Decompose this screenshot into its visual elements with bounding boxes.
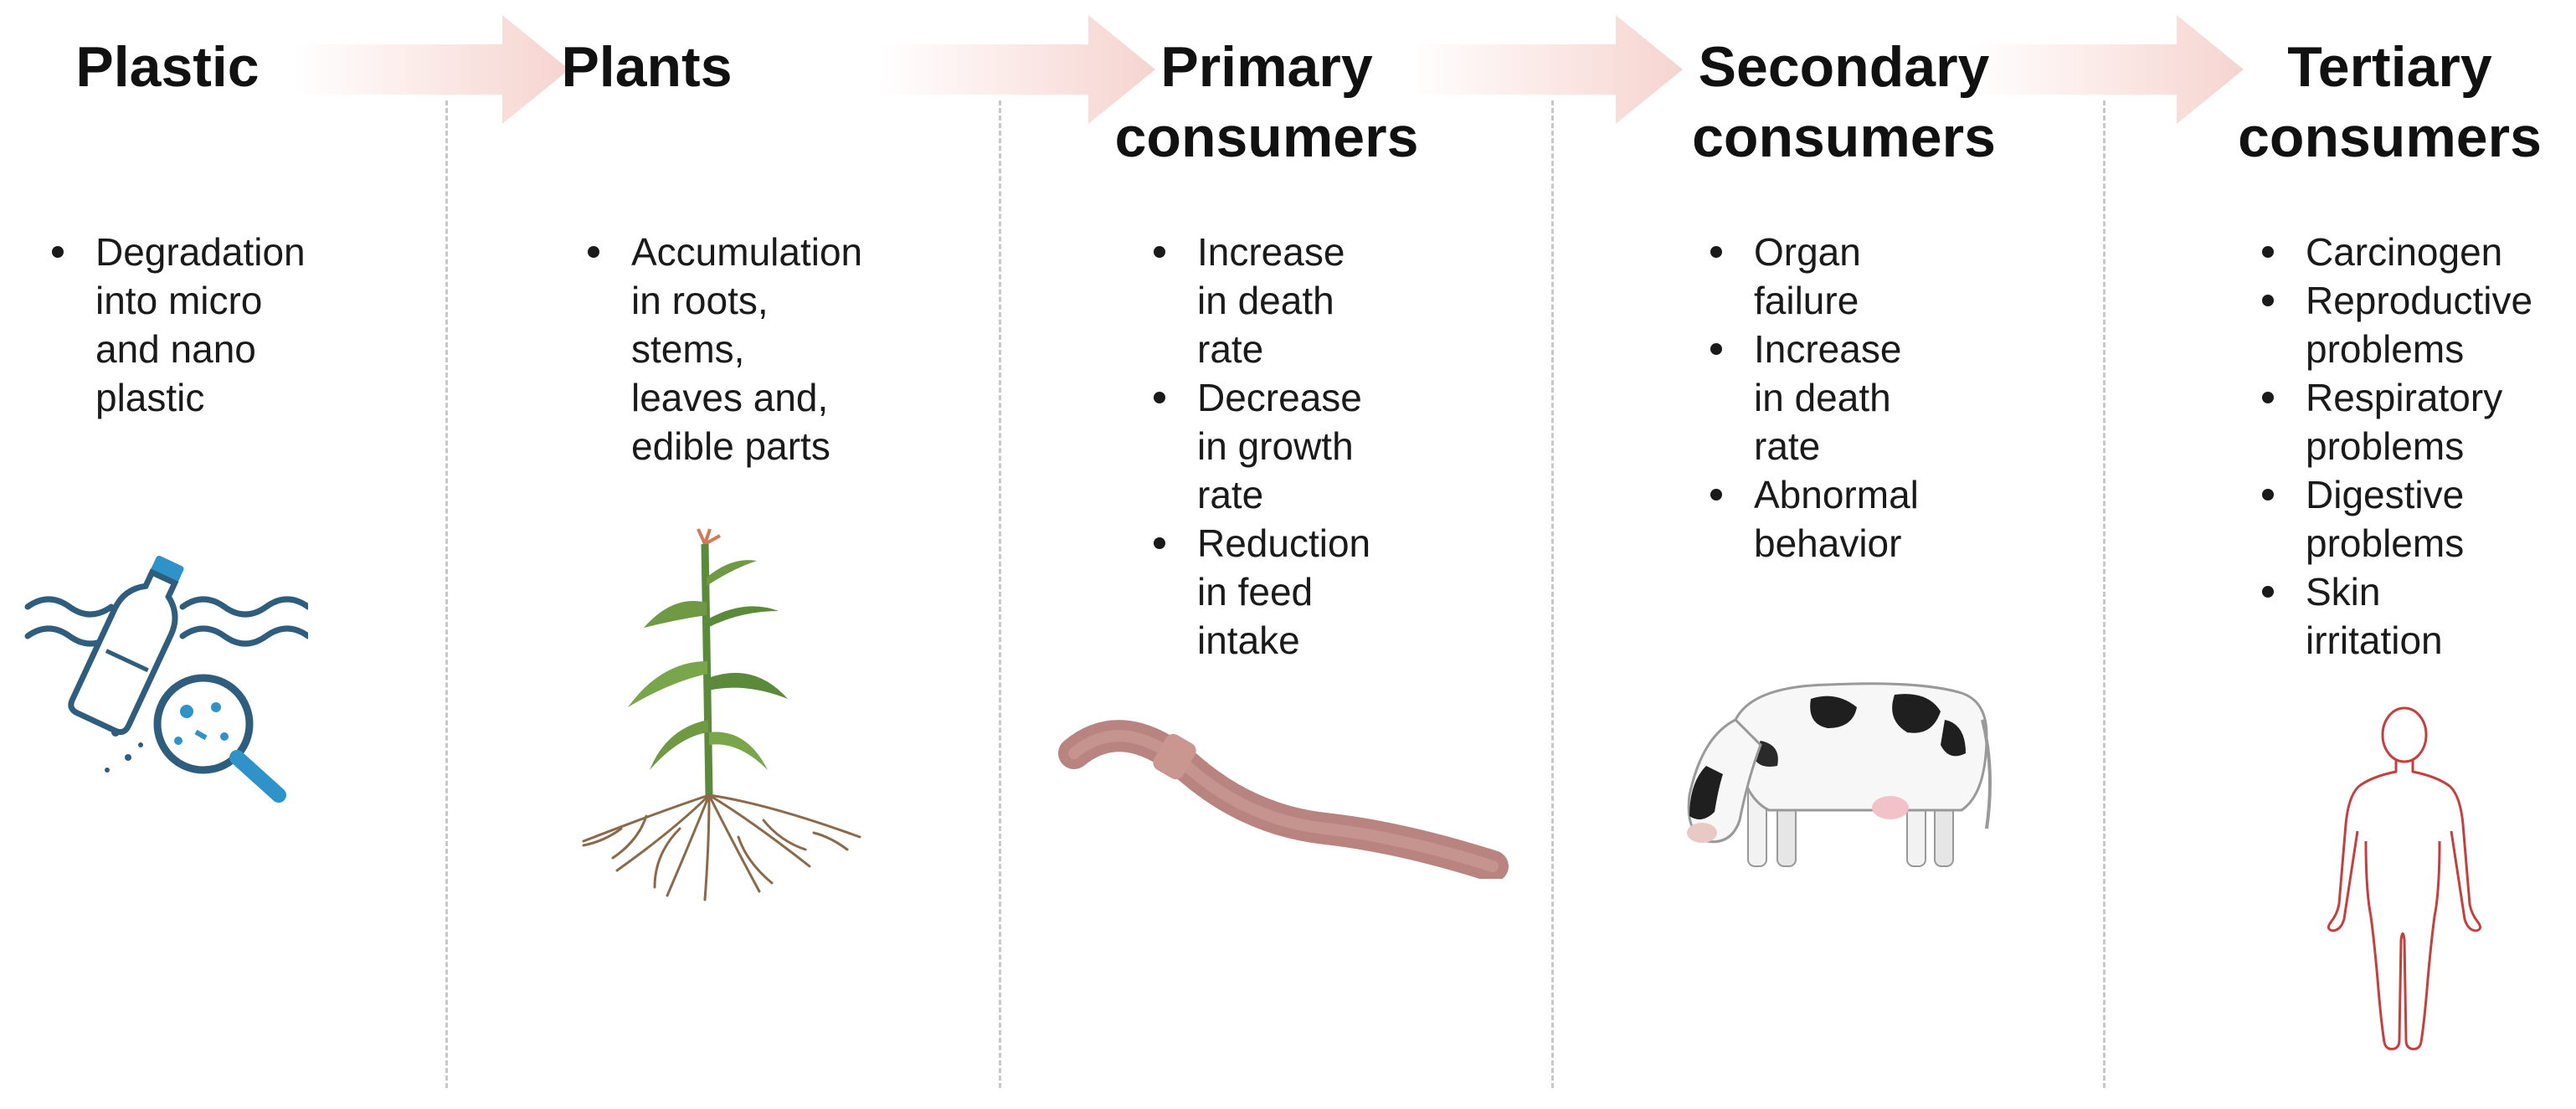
- stage-effects-list: Carcinogen Reproductive problems Respira…: [2254, 228, 2576, 665]
- stage-divider: [999, 100, 1001, 1088]
- stage-title-line: Plants: [561, 35, 733, 99]
- effect-item: Organ failure: [1702, 228, 2037, 325]
- stage-divider: [445, 100, 448, 1088]
- stage-secondary-consumers: Secondary consumers Organ failure Increa…: [1551, 0, 2103, 1109]
- stage-title-line: consumers: [2238, 105, 2542, 169]
- human-outline-icon: [2327, 706, 2482, 1050]
- effect-item: Accumulation in roots, stems, leaves and…: [579, 228, 931, 470]
- effect-item: Respiratory problems: [2254, 373, 2576, 470]
- stage-title-line: consumers: [1692, 105, 1996, 169]
- plastic-bottle-microplastics-icon: [24, 556, 308, 803]
- flow-arrow: [293, 15, 569, 124]
- stage-title-line: Plastic: [75, 35, 260, 99]
- stage-plastic: Plastic Degradation into micro and nano …: [0, 0, 335, 1109]
- stage-title: Plants: [445, 32, 848, 102]
- stage-divider: [2103, 100, 2106, 1088]
- stage-title: Secondary consumers: [1635, 32, 2053, 172]
- stage-title-line: consumers: [1114, 105, 1419, 169]
- stage-effects-list: Accumulation in roots, stems, leaves and…: [579, 228, 931, 470]
- flow-arrow: [1406, 15, 1683, 124]
- stage-primary-consumers: Primary consumers Increase in death rate…: [999, 0, 1551, 1109]
- effect-item: Digestive problems: [2254, 470, 2576, 567]
- stage-title: Plastic: [0, 32, 335, 102]
- cow-icon: [1687, 682, 1992, 867]
- stage-effects-list: Degradation into micro and nano plastic: [44, 228, 345, 422]
- stage-effects-list: Increase in death rate Decrease in growt…: [1145, 228, 1497, 665]
- stage-title: Tertiary consumers: [2203, 32, 2576, 172]
- earthworm-icon: [1058, 720, 1509, 879]
- flow-arrow: [879, 15, 1155, 124]
- flow-arrow: [1967, 15, 2244, 124]
- stage-title-line: Primary: [1160, 35, 1373, 99]
- stage-title-line: Tertiary: [2287, 35, 2492, 99]
- effect-item: Reduction in feed intake: [1145, 519, 1497, 665]
- effect-item: Carcinogen: [2254, 228, 2576, 276]
- stage-title: Primary consumers: [1049, 32, 1484, 172]
- effect-item: Reproductive problems: [2254, 276, 2576, 373]
- stage-divider: [1551, 100, 1554, 1088]
- stage-plants: Plants Accumulation in roots, stems, lea…: [445, 0, 999, 1109]
- effect-item: Increase in death rate: [1702, 325, 2037, 470]
- effect-item: Abnormal behavior: [1702, 470, 2037, 567]
- effect-item: Skin irritation: [2254, 567, 2576, 665]
- stage-tertiary-consumers: Tertiary consumers Carcinogen Reproducti…: [2103, 0, 2576, 1109]
- effect-item: Degradation into micro and nano plastic: [44, 228, 345, 422]
- stage-title-line: Secondary: [1698, 35, 1990, 99]
- effect-item: Decrease in growth rate: [1145, 373, 1497, 519]
- corn-plant-icon: [582, 528, 861, 901]
- effect-item: Increase in death rate: [1145, 228, 1497, 373]
- stage-effects-list: Organ failure Increase in death rate Abn…: [1702, 228, 2037, 567]
